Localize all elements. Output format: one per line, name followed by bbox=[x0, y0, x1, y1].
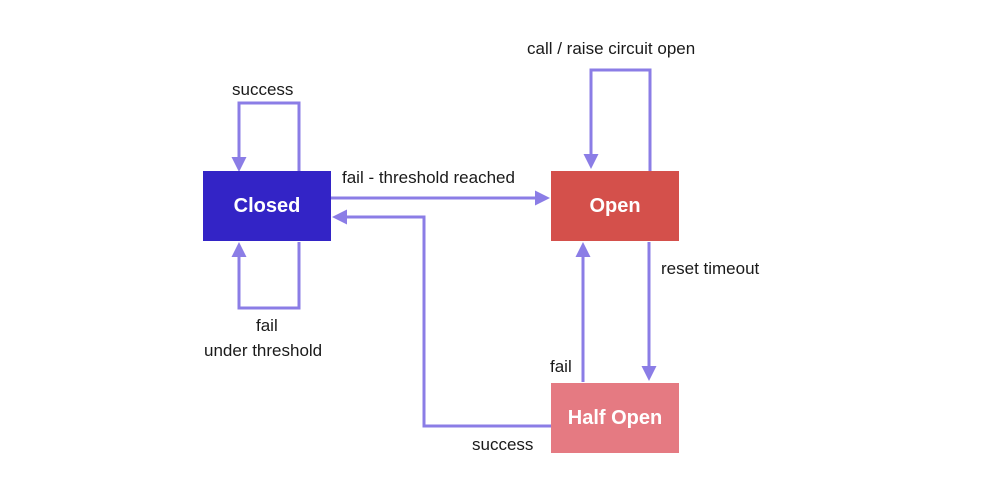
state-open-label: Open bbox=[589, 194, 641, 217]
closed-fail-label-line2: under threshold bbox=[204, 341, 323, 360]
half-open-to-closed-label: success bbox=[472, 435, 534, 454]
closed-success-label: success bbox=[232, 80, 294, 99]
closed-fail-label-line1: fail bbox=[256, 316, 278, 335]
half-open-to-open-label: fail bbox=[550, 357, 572, 376]
state-half-open-label: Half Open bbox=[567, 406, 663, 429]
closed-success-loop-arrow bbox=[231, 101, 301, 172]
closed-to-open-label: fail - threshold reached bbox=[342, 168, 515, 187]
state-closed: Closed bbox=[203, 171, 331, 241]
open-to-half-open-label: reset timeout bbox=[661, 259, 760, 278]
closed-fail-loop-arrow bbox=[231, 242, 301, 310]
half-open-to-closed-arrow bbox=[332, 209, 551, 428]
state-open: Open bbox=[551, 171, 679, 241]
state-half-open: Half Open bbox=[551, 383, 679, 453]
open-self-loop-arrow bbox=[583, 68, 652, 171]
open-self-label: call / raise circuit open bbox=[527, 39, 696, 58]
state-closed-label: Closed bbox=[233, 194, 301, 217]
